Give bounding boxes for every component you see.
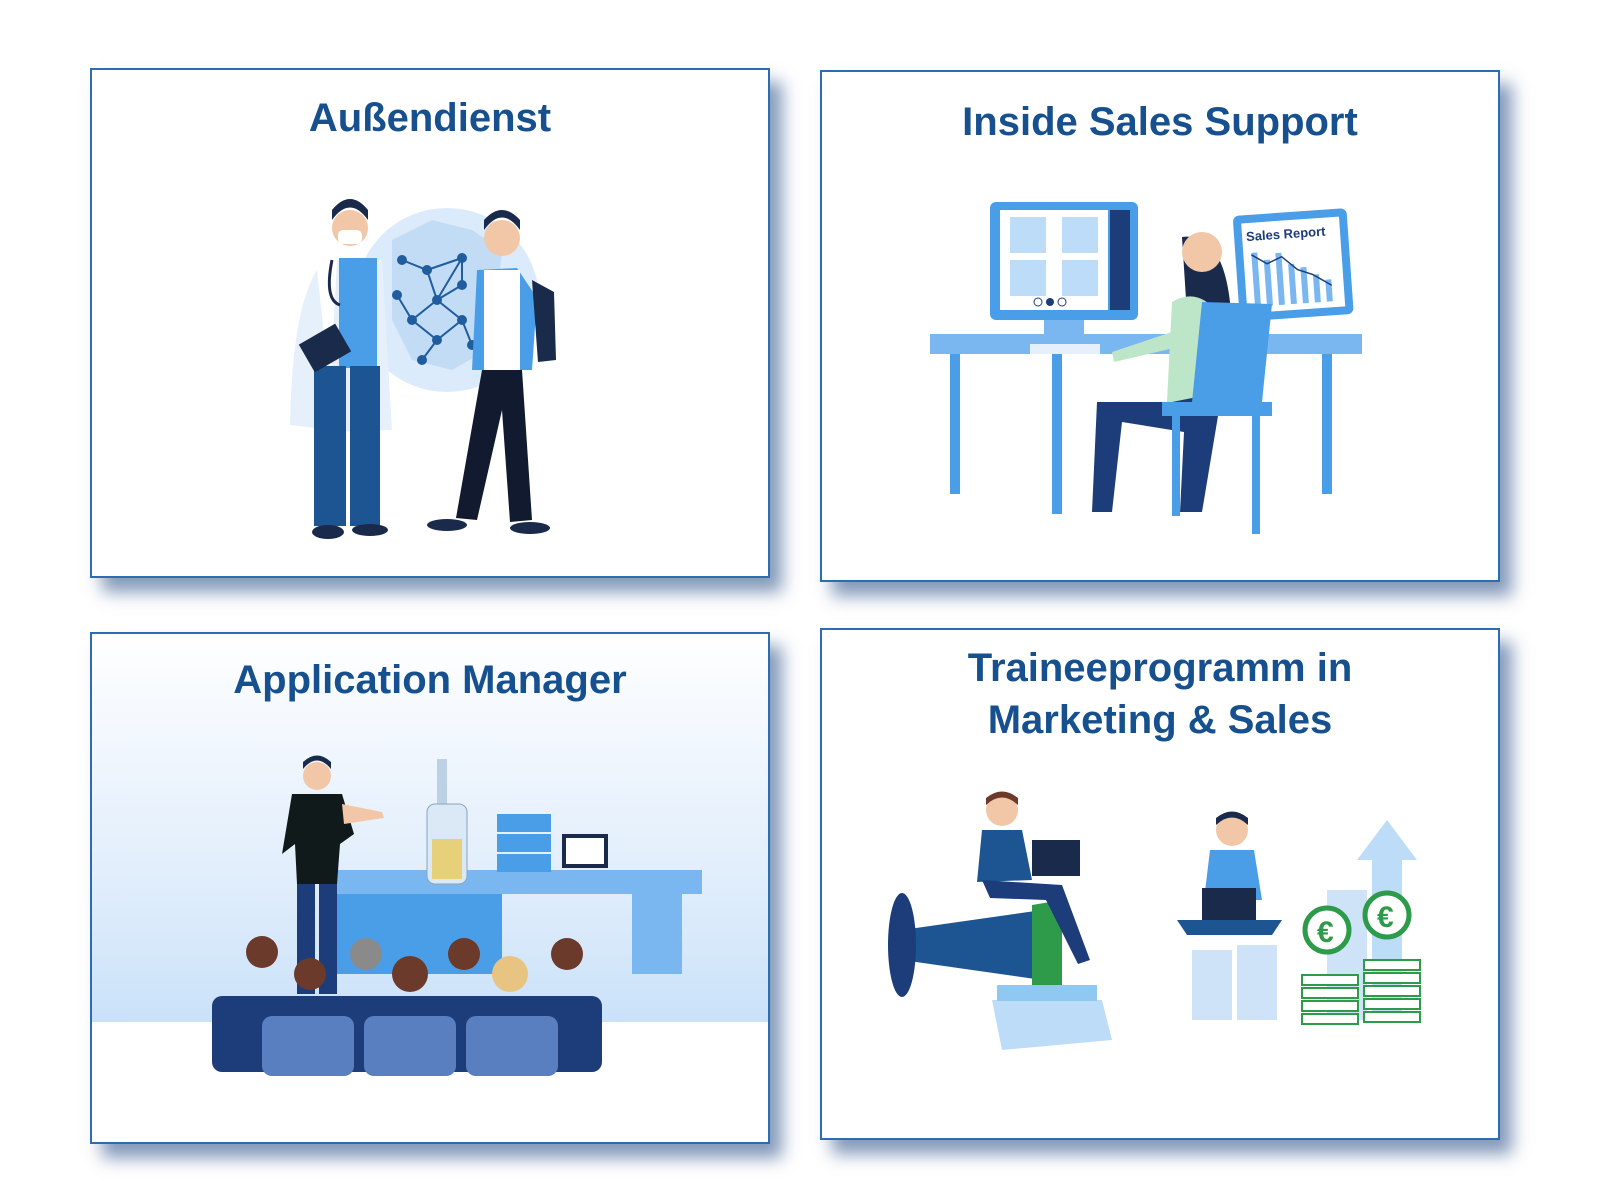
card-title: Inside Sales Support [962,100,1358,144]
card-traineeprogramm[interactable]: Traineeprogramm in Marketing & Sales [820,628,1500,1140]
title-line-2: Marketing & Sales [987,698,1333,742]
euro-coin-icon: € € [1302,890,1412,955]
bioreactor [426,759,468,885]
student-figure [427,210,556,534]
banknote-stacks [1301,959,1421,1025]
pump-units [497,814,551,872]
card-title: Application Manager [233,658,627,702]
card-inside-sales-support[interactable]: Inside Sales Support Sales Report [820,70,1500,582]
inside-sales-illustration: Sales Report [930,202,1362,534]
monitor-icon [990,202,1138,340]
sales-report-monitor: Sales Report [1233,208,1354,322]
box-of-vials [992,985,1112,1050]
sales-report-label: Sales Report [1246,224,1327,245]
chair [1162,302,1272,534]
card-aussendienst[interactable]: Außendienst [90,68,770,578]
man-on-laptop-figure [977,791,1090,964]
euro-symbol: € [1317,916,1334,949]
megaphone-icon [888,893,1062,997]
application-manager-illustration [212,755,702,1076]
doctor-figure [290,199,392,539]
lab-monitor [562,834,608,868]
woman-on-laptop-figure [1177,811,1282,935]
euro-symbol: € [1377,901,1394,934]
card-title: Traineeprogramm in Marketing & Sales [822,642,1498,746]
card-application-manager[interactable]: Application Manager [90,632,770,1144]
card-title: Außendienst [308,96,552,140]
audience [212,936,602,1076]
title-line-1: Traineeprogramm in [967,646,1353,690]
trainee-program-illustration: € € [888,791,1421,1050]
field-service-illustration [290,199,556,539]
stethoscope-icon [327,259,341,307]
